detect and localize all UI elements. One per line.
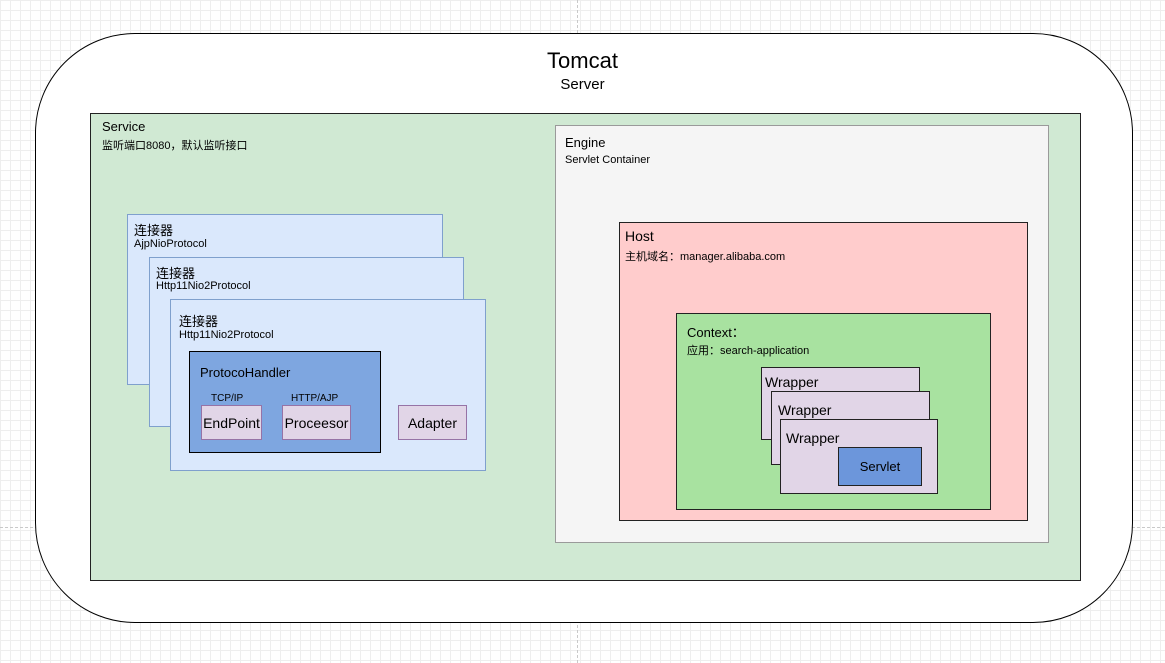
endpoint-box: EndPoint: [201, 405, 262, 440]
context-desc: 应用：search-application: [687, 345, 810, 357]
wrapper-label: Wrapper: [765, 374, 819, 390]
adapter-box: Adapter: [398, 405, 467, 440]
host-desc: 主机域名：manager.alibaba.com: [625, 251, 786, 263]
service-desc: 监听端口8080，默认监听接口: [102, 140, 248, 152]
service-label: Service: [102, 119, 146, 134]
connector-protocol: Http11Nio2Protocol: [156, 280, 251, 292]
servlet-box: Servlet: [838, 447, 922, 486]
wrapper-label: Wrapper: [778, 402, 832, 418]
server-subtitle: Server: [560, 76, 605, 93]
engine-desc: Servlet Container: [565, 154, 650, 166]
protocol-handler-label: ProtocoHandler: [200, 365, 291, 380]
host-label: Host: [625, 228, 654, 244]
wrapper-label: Wrapper: [786, 430, 840, 446]
connector-label: 连接器: [179, 314, 219, 329]
tomcat-title: Tomcat: [547, 48, 618, 73]
processor-tag: HTTP/AJP: [291, 393, 339, 404]
connector-label: 连接器: [134, 223, 174, 238]
processor-box: Proceesor: [282, 405, 351, 440]
connector-protocol: AjpNioProtocol: [134, 238, 207, 250]
engine-label: Engine: [565, 135, 606, 150]
context-label: Context：: [687, 325, 745, 340]
endpoint-tag: TCP/IP: [211, 393, 244, 404]
connector-protocol: Http11Nio2Protocol: [179, 329, 274, 341]
connector-label: 连接器: [156, 266, 196, 281]
